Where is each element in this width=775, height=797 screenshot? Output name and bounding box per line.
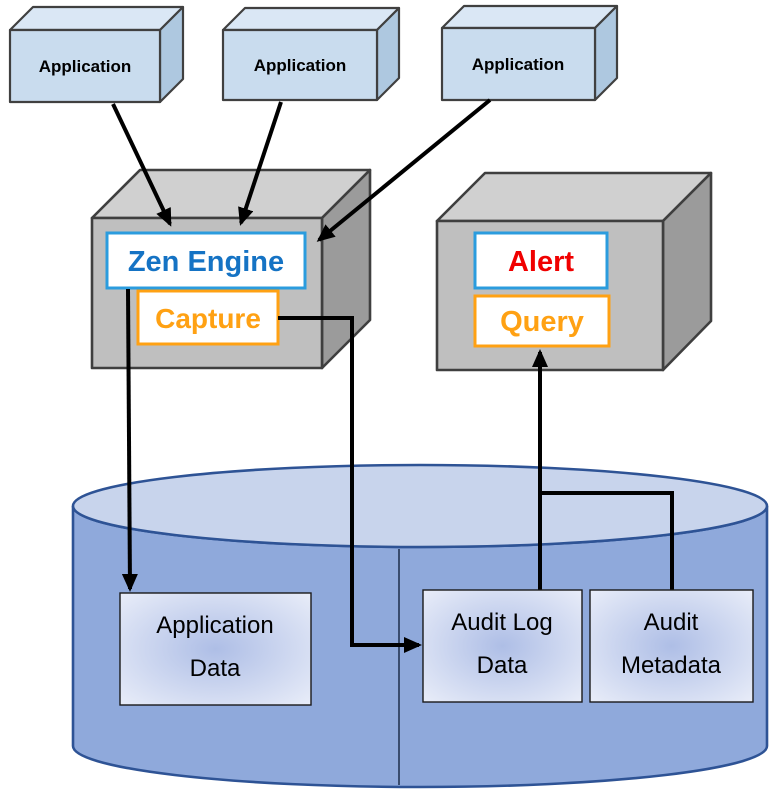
application-cube-2-label: Application [254, 56, 347, 75]
application-cube-3: Application [440, 4, 619, 102]
alert-label-box [473, 231, 609, 290]
audit-log-data-label-line2: Data [477, 652, 528, 679]
application-cube-1: Application [8, 5, 185, 104]
query-label: Query [500, 306, 584, 338]
application-cube-1-front-face [8, 28, 162, 104]
audit-metadata-rect [589, 589, 754, 703]
capture-label-box [136, 289, 280, 346]
application-cube-3-front-face [440, 26, 597, 102]
edge-application-1-to-zen-engine [111, 103, 172, 227]
application-data-box: Application Data [119, 592, 312, 706]
audit-log-data-label-line1: Audit Log [451, 609, 552, 636]
edge-zen-engine-to-application-data [121, 288, 138, 592]
application-cube-3-label: Application [472, 55, 565, 74]
datastore-cylinder-top [71, 463, 769, 549]
edge-application-3-to-zen-engine [316, 98, 492, 242]
zen-engine-label: Zen Engine [128, 246, 284, 278]
zen-engine-label-box [105, 231, 307, 290]
edge-audit-metadata-to-query [541, 491, 674, 590]
application-data-label-line2: Data [190, 655, 241, 682]
alert-label: Alert [508, 246, 574, 278]
audit-log-data-box: Audit Log Data [422, 589, 583, 703]
application-cube-2-top-face [221, 6, 401, 32]
application-cube-2-front-face [221, 28, 379, 102]
audit-metadata-label-line1: Audit [644, 609, 699, 636]
application-data-rect [119, 592, 312, 706]
application-cube-3-top-face [440, 4, 619, 30]
edge-application-2-to-zen-engine [238, 101, 283, 226]
application-data-label-line1: Application [156, 612, 273, 639]
capture-label: Capture [155, 303, 261, 334]
application-cube-1-top-face [8, 5, 185, 32]
application-cube-1-label: Application [39, 57, 132, 76]
query-label-box [473, 294, 611, 348]
audit-metadata-box: Audit Metadata [589, 589, 754, 703]
audit-metadata-label-line2: Metadata [621, 652, 722, 679]
application-cube-2: Application [221, 6, 401, 102]
audit-log-data-rect [422, 589, 583, 703]
edge-capture-to-audit-log-data [278, 316, 422, 653]
